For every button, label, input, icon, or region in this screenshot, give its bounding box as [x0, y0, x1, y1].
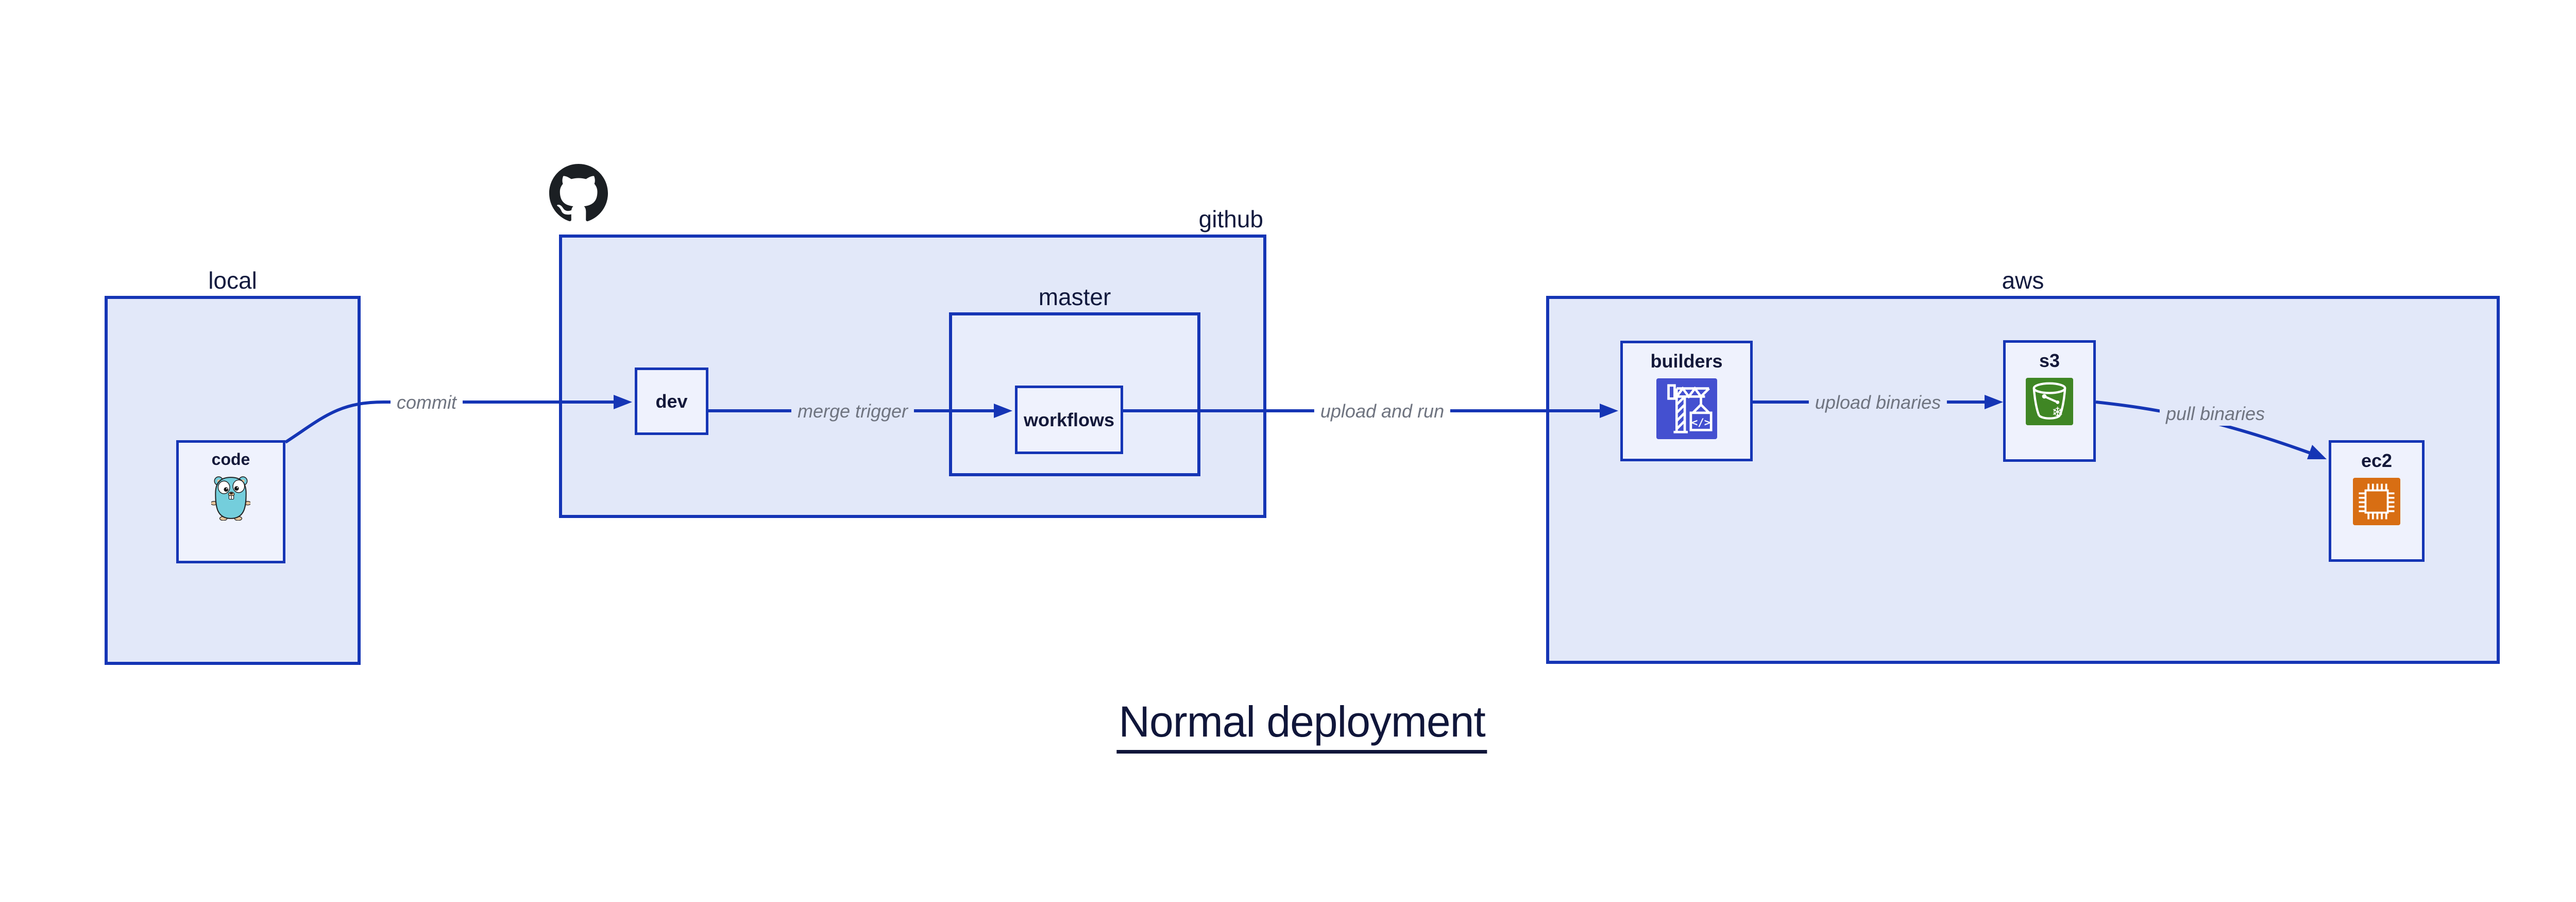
container-local-label: local	[208, 267, 257, 294]
edge-label-merge-trigger: merge trigger	[791, 399, 914, 423]
s3-bucket-icon: ❄	[2026, 378, 2073, 425]
node-ec2: ec2	[2329, 440, 2425, 562]
diagram-title: Normal deployment	[1116, 697, 1487, 754]
edge-label-commit: commit	[391, 391, 463, 414]
node-s3-label: s3	[2039, 350, 2060, 371]
edge-label-upload-binaries: upload binaries	[1808, 391, 1947, 414]
node-ec2-label: ec2	[2361, 450, 2393, 471]
node-dev-label: dev	[655, 390, 688, 412]
edge-label-upload-and-run: upload and run	[1314, 399, 1451, 423]
node-builders: builders </>	[1620, 341, 1753, 461]
node-dev: dev	[635, 368, 708, 435]
go-gopher-icon	[211, 476, 250, 521]
svg-text:</>: </>	[1691, 416, 1710, 428]
node-s3: s3 ❄	[2003, 340, 2096, 462]
svg-text:❄: ❄	[2052, 405, 2063, 421]
ec2-chip-icon	[2353, 478, 2400, 525]
node-code-label: code	[211, 450, 250, 469]
github-octocat-icon	[549, 164, 608, 222]
codebuild-crane-icon: </>	[1656, 378, 1717, 439]
container-master-label: master	[1038, 283, 1111, 310]
edge-label-pull-binaries: pull binaries	[2159, 402, 2272, 426]
container-github-label: github	[1198, 206, 1263, 232]
node-code: code	[176, 440, 285, 563]
container-aws-label: aws	[2002, 267, 2044, 294]
node-builders-label: builders	[1650, 350, 1723, 372]
node-workflows-label: workflows	[1023, 409, 1115, 430]
node-workflows: workflows	[1015, 386, 1123, 454]
